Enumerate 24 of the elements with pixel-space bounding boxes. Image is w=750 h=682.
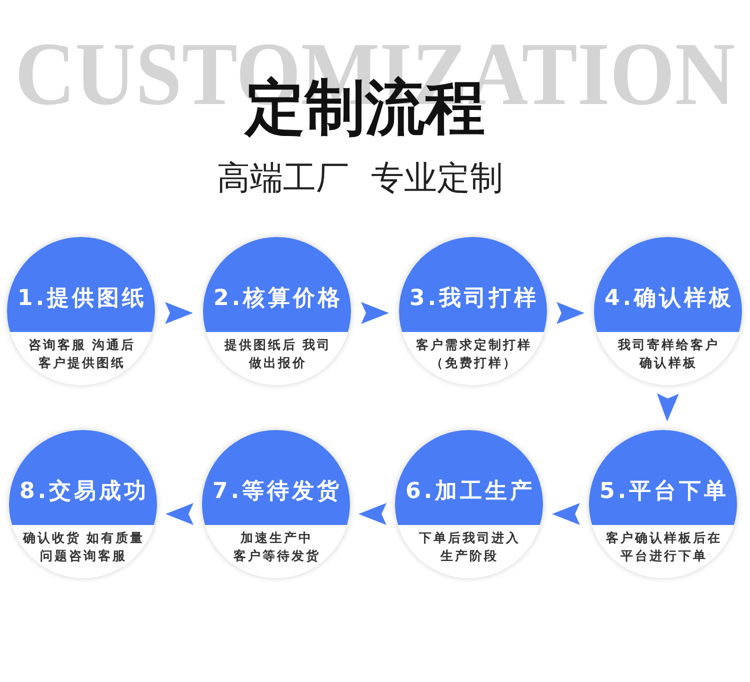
step-description: 客户确认样板后在平台进行下单 [606, 529, 722, 565]
step-title: 8.交易成功 [20, 479, 150, 505]
arrow [166, 503, 194, 525]
step-title: 5.平台下单 [600, 479, 730, 505]
step-title: 4.确认样板 [604, 286, 734, 312]
arrow [361, 302, 389, 324]
arrow [656, 393, 679, 422]
step-description: 我司寄样给客户确认样板 [618, 336, 720, 372]
step-title: 3.我司打样 [410, 286, 540, 312]
step-description: 客户需求定制打样（免费打样） [416, 336, 532, 372]
arrow [556, 302, 584, 324]
arrow [165, 302, 193, 324]
step-title: 6.加工生产 [406, 479, 536, 505]
step-title: 7.等待发货 [212, 479, 342, 505]
subtitle: 高端工厂 专业定制 [216, 160, 504, 196]
step-description: 确认收货 如有质量问题咨询客服 [22, 529, 145, 565]
arrow [358, 503, 386, 525]
step-title: 1.提供图纸 [18, 286, 148, 312]
arrow [552, 503, 580, 525]
step-description: 提供图纸后 我司做出报价 [224, 336, 332, 372]
step-title: 2.核算价格 [214, 286, 344, 312]
step-description: 咨询客服 沟通后客户提供图纸 [28, 336, 136, 372]
step-description: 加速生产中客户等待发货 [233, 529, 320, 565]
step-description: 下单后我司进入生产阶段 [418, 529, 520, 565]
